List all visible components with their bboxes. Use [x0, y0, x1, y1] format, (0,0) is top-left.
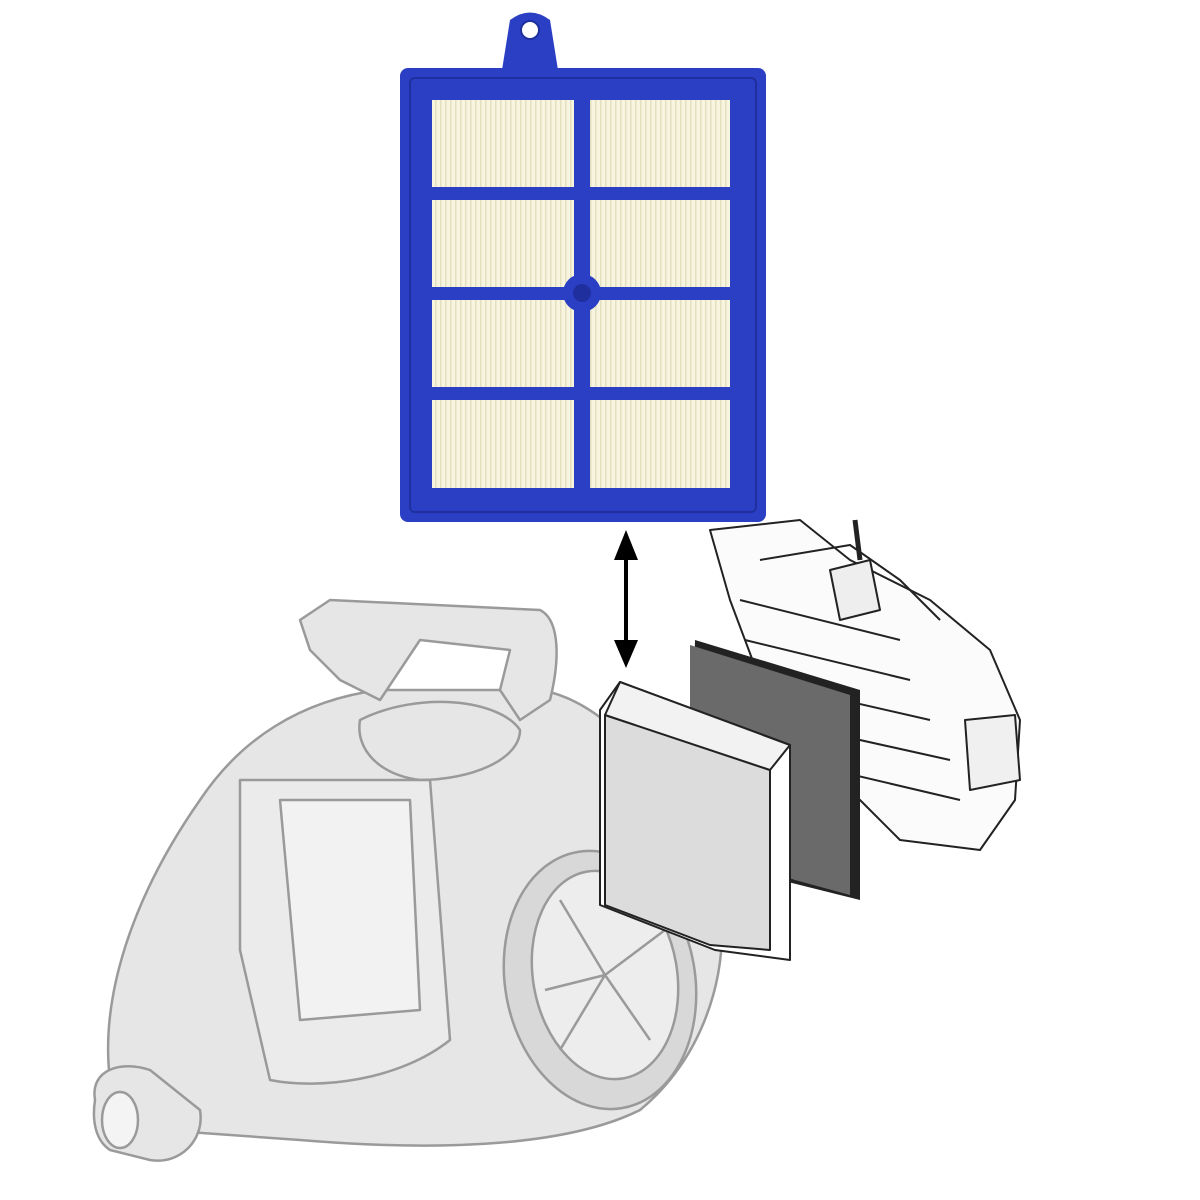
double-arrow-icon	[614, 530, 638, 668]
filter-panel-icon	[599, 681, 791, 961]
hepa-filter-icon	[400, 12, 766, 522]
